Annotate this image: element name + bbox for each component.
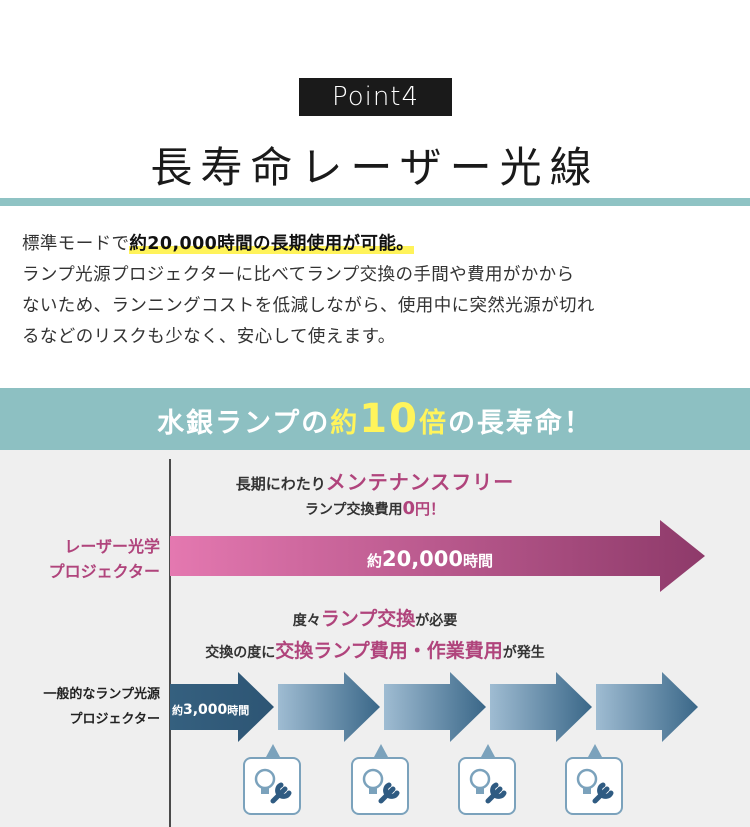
laser-label-line-1: レーザー光学 <box>64 537 160 556</box>
point-badge: Point4 <box>299 78 452 116</box>
laser-note-1-pre: 長期にわたり <box>235 475 326 493</box>
laser-note-1: 長期にわたりメンテナンスフリー <box>170 466 580 495</box>
banner-pre: 水銀ランプの <box>157 408 331 439</box>
lamp-note-2-pre: 交換の度に <box>205 645 276 661</box>
laser-note-2-pre: ランプ交換費用 <box>304 502 403 518</box>
icon-pointer <box>374 744 388 757</box>
lamp-arrow-5 <box>596 672 698 742</box>
banner-post: の長寿命！ <box>447 408 593 439</box>
laser-label: レーザー光学 プロジェクター <box>10 534 160 584</box>
laser-arrow <box>170 520 705 592</box>
laser-note-2: ランプ交換費用0円！ <box>170 498 580 519</box>
description: 標準モードで約20,000時間の長期使用が可能。 ランプ光源プロジェクターに比べ… <box>22 229 732 353</box>
divider <box>0 198 750 206</box>
laser-hours: 約20,000時間 <box>170 547 690 571</box>
lamp-arrows <box>170 672 698 742</box>
icon-pointer <box>588 744 602 757</box>
lamp-arrow-2 <box>278 672 380 742</box>
lamp-hours-unit: 時間 <box>227 704 250 717</box>
description-line-2: ランプ光源プロジェクターに比べてランプ交換の手間や費用がかから <box>22 265 575 285</box>
lamp-note-2-emph: 交換ランプ費用・作業費用 <box>275 640 503 662</box>
lifetime-banner: 水銀ランプの約10倍の長寿命！ <box>0 388 750 450</box>
lamp-note-1-post: が必要 <box>415 613 458 629</box>
banner-bai: 倍 <box>418 408 448 439</box>
lamp-label-line-2: プロジェクター <box>69 712 160 727</box>
lamp-hours: 約3,000時間 <box>172 702 262 718</box>
lamp-note-1-pre: 度々 <box>292 613 321 629</box>
banner-number: 10 <box>359 396 419 442</box>
laser-hours-number: 20,000 <box>381 547 464 571</box>
icon-pointer <box>481 744 495 757</box>
description-line-4: るなどのリスクも少なく、安心して使えます。 <box>22 327 396 347</box>
description-line-1: 標準モードで約20,000時間の長期使用が可能。 <box>22 229 732 260</box>
bulb-wrench-icon <box>565 757 623 815</box>
description-lead: 標準モードで <box>22 234 130 254</box>
description-line-3: ないため、ランニングコストを低減しながら、使用中に突然光源が切れ <box>22 296 595 316</box>
lamp-label: 一般的なランプ光源 プロジェクター <box>0 682 160 732</box>
lamp-label-line-1: 一般的なランプ光源 <box>43 687 160 702</box>
lamp-hours-number: 3,000 <box>183 702 228 718</box>
laser-note-2-post: 円！ <box>415 500 446 518</box>
icon-pointer <box>266 744 280 757</box>
lamp-note-1: 度々ランプ交換が必要 <box>170 604 580 631</box>
laser-label-line-2: プロジェクター <box>48 562 160 581</box>
banner-yaku: 約 <box>330 408 360 439</box>
lamp-arrow-4 <box>490 672 592 742</box>
page-title: 長寿命レーザー光線 <box>150 143 600 192</box>
lamp-note-1-emph: ランプ交換 <box>320 608 416 630</box>
lamp-hours-prefix: 約 <box>172 704 183 717</box>
laser-note-1-emph: メンテナンスフリー <box>325 470 515 494</box>
description-highlight: 約20,000時間の長期使用が可能。 <box>129 234 415 254</box>
lamp-note-2: 交換の度に交換ランプ費用・作業費用が発生 <box>170 636 580 663</box>
lamp-note-2-post: が発生 <box>502 645 545 661</box>
lamp-arrow-1 <box>170 672 274 742</box>
bulb-wrench-icon <box>458 757 516 815</box>
bulb-wrench-icon <box>351 757 409 815</box>
bulb-wrench-icon <box>243 757 301 815</box>
lamp-arrow-3 <box>384 672 486 742</box>
axis-line <box>169 459 171 827</box>
laser-hours-prefix: 約 <box>366 552 382 570</box>
laser-hours-unit: 時間 <box>463 552 494 570</box>
laser-note-2-emph: 0 <box>402 498 416 519</box>
